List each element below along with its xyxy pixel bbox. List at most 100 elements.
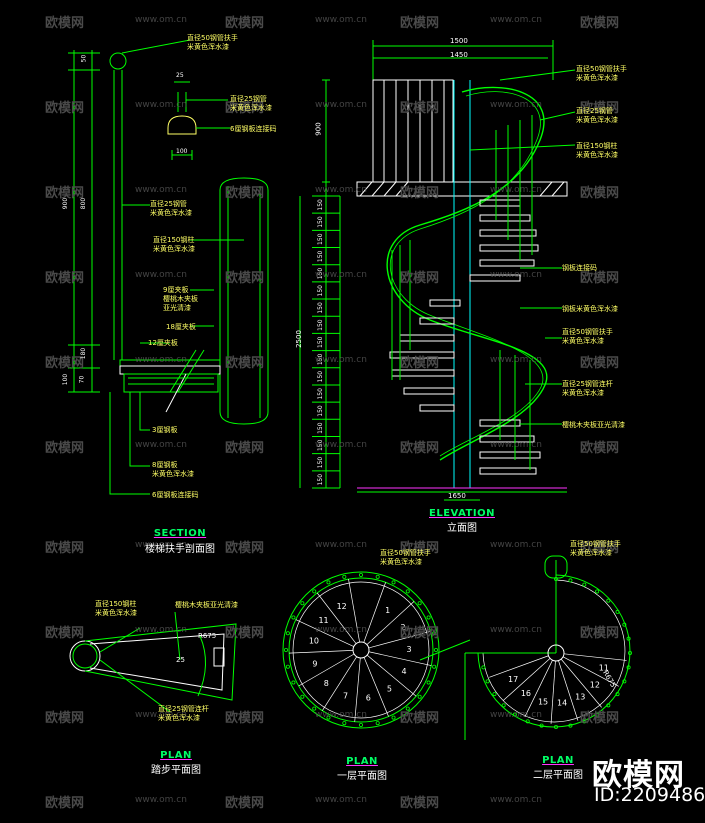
- watermark-url: www.om.cn: [135, 185, 187, 195]
- watermark-logo: 欧模网: [45, 441, 85, 456]
- watermark-url: www.om.cn: [135, 625, 187, 635]
- watermark-url: www.om.cn: [135, 100, 187, 110]
- plan-1f-spoke: [322, 656, 357, 711]
- rise-label: 150: [317, 405, 324, 417]
- plan-1f-spoke: [316, 592, 357, 644]
- plan-2f-baluster: [568, 723, 573, 728]
- watermark-url: www.om.cn: [135, 440, 187, 450]
- section-note-ply12: 12厘夹板: [148, 339, 178, 347]
- watermark-url: www.om.cn: [315, 540, 367, 550]
- plan-step-note-column: 直径150钢柱米黄色浑水漆: [95, 600, 137, 617]
- watermark-url: www.om.cn: [315, 270, 367, 280]
- plan-2f-balusters: [481, 577, 633, 730]
- plan-1f-baluster: [312, 706, 317, 711]
- plan-1f-spoke: [348, 579, 360, 643]
- section-note-ply9: 9厘夹板樱桃木夹板亚光清漆: [163, 286, 198, 312]
- plan-1f-baluster: [391, 715, 396, 720]
- plan-2f-baluster: [615, 692, 620, 697]
- plan-2f-baluster: [626, 636, 631, 641]
- rise-label: 150: [317, 422, 324, 434]
- plan-1f-baluster: [426, 680, 431, 685]
- plan-2f-title: PLAN: [542, 755, 574, 766]
- plan-1f-step-number: 2: [401, 623, 406, 632]
- plan-1f-spoke: [366, 601, 415, 645]
- watermark-url: www.om.cn: [315, 185, 367, 195]
- plan-1f-baluster: [391, 580, 396, 585]
- plan-2f-baluster: [622, 679, 627, 684]
- plan-2f-step-number: 16: [521, 689, 531, 698]
- plan-step-subtitle: 踏步平面图: [151, 765, 201, 776]
- plan-2f-spoke: [562, 656, 619, 687]
- watermark-url: www.om.cn: [315, 795, 367, 805]
- plan-1f-step-number: 11: [318, 616, 328, 625]
- watermark-url: www.om.cn: [135, 270, 187, 280]
- watermark-logo: 欧模网: [400, 796, 440, 811]
- watermark-logo: 欧模网: [580, 101, 620, 116]
- watermark-logo: 欧模网: [400, 271, 440, 286]
- section-dim-100h: 100: [176, 148, 188, 155]
- plan-2f-baluster: [485, 679, 490, 684]
- plan-2f-baluster: [501, 703, 506, 708]
- plan-1f-baluster: [358, 573, 363, 578]
- plan-1f-spoke: [368, 631, 431, 649]
- plan-1f-title: PLAN: [346, 756, 378, 767]
- elev-dim-900: 900: [314, 122, 323, 136]
- section-dim-180: 180: [80, 347, 88, 360]
- plan-step-dim-r: R675: [198, 632, 217, 640]
- plan-1f-baluster: [291, 615, 296, 620]
- watermark-url: www.om.cn: [490, 795, 542, 805]
- watermark-url: www.om.cn: [490, 355, 542, 365]
- plan-1f-baluster: [426, 615, 431, 620]
- plan-1f-step-number: 10: [309, 637, 319, 646]
- brand-id: ID:2209486: [594, 784, 705, 806]
- elevation-drawing: [299, 40, 576, 501]
- elev-note-handrail2: 直径50钢管扶手米黄色浑水漆: [562, 328, 613, 345]
- plan-2f-drawing: [464, 555, 631, 740]
- plan-1f-baluster: [326, 715, 331, 720]
- section-note-plate8: 8厘钢板米黄色浑水漆: [152, 461, 194, 478]
- watermark-logo: 欧模网: [225, 186, 265, 201]
- section-title: SECTION: [153, 528, 207, 539]
- plan-2f-baluster: [615, 609, 620, 614]
- section-dim-50: 50: [80, 54, 88, 63]
- plan-1f-baluster: [417, 601, 422, 606]
- watermark-logo: 欧模网: [400, 101, 440, 116]
- watermark-logo: 欧模网: [580, 271, 620, 286]
- section-subtitle: 楼梯扶手剖面图: [145, 544, 215, 555]
- plan-1f-baluster: [432, 664, 437, 669]
- plan-2f-spoke: [558, 660, 579, 721]
- plan-1f-baluster: [300, 694, 305, 699]
- plan-1f-note-handrail: 直径50钢管扶手米黄色浑水漆: [380, 549, 431, 566]
- plan-2f-step-number: 17: [508, 675, 518, 684]
- plan-1f-baluster: [285, 664, 290, 669]
- elev-note-plate: 钢板米黄色浑水漆: [562, 305, 618, 313]
- plan-1f-step-number: 7: [343, 691, 348, 700]
- elev-dim-2500: 2500: [294, 330, 303, 348]
- elev-note-pipe: 直径25钢管米黄色浑水漆: [576, 107, 618, 124]
- watermark-url: www.om.cn: [135, 355, 187, 365]
- watermark-logo: 欧模网: [45, 101, 85, 116]
- plan-2f-baluster: [606, 598, 611, 603]
- watermark-url: www.om.cn: [135, 15, 187, 25]
- plan-2f-step-number: 14: [557, 699, 567, 708]
- section-dim-25: 25: [176, 72, 184, 79]
- plan-1f-step-number: 1: [385, 606, 390, 615]
- watermark-logo: 欧模网: [225, 101, 265, 116]
- rise-label: 150: [317, 250, 324, 262]
- watermark-logo: 欧模网: [225, 541, 265, 556]
- plan-1f-baluster: [432, 631, 437, 636]
- watermark-url: www.om.cn: [490, 540, 542, 550]
- plan-step-drawing: [69, 611, 237, 713]
- watermark-logo: 欧模网: [225, 626, 265, 641]
- elev-note-rod: 直径25钢管连杆米黄色浑水漆: [562, 380, 613, 397]
- plan-2f-baluster: [628, 651, 633, 656]
- elevation-subtitle: 立面图: [447, 523, 477, 534]
- plan-1f-baluster: [375, 721, 380, 726]
- plan-1f-baluster: [312, 589, 317, 594]
- watermark-logo: 欧模网: [400, 16, 440, 31]
- elev-note-wood: 樱桃木夹板亚光清漆: [562, 421, 625, 429]
- watermark-url: www.om.cn: [135, 540, 187, 550]
- section-note-bracket2: 6厘钢板连接码: [152, 491, 199, 499]
